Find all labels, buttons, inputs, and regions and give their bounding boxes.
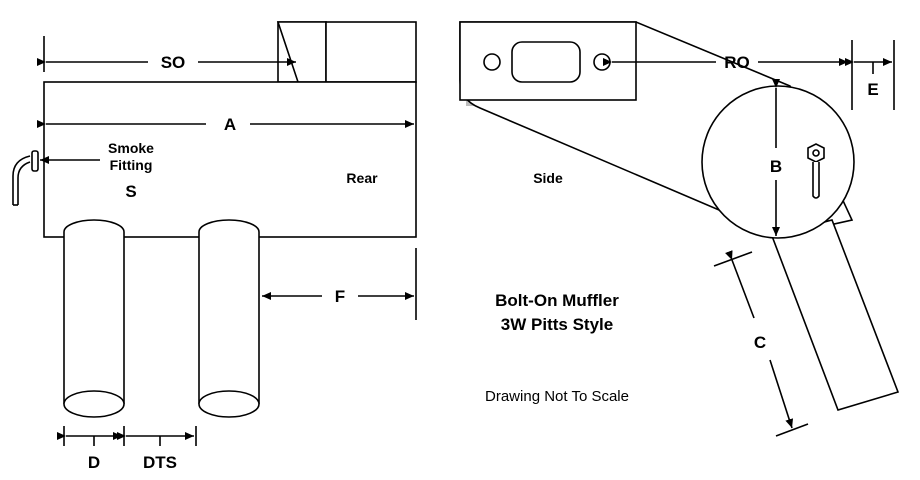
f-label: F (335, 287, 345, 306)
side-label: Side (533, 170, 563, 186)
title-line-1: Bolt-On Muffler (495, 291, 619, 310)
exhaust-port (511, 41, 581, 83)
smoke-fitting-label-2: Fitting (110, 157, 153, 173)
s-label: S (125, 182, 136, 201)
bolt-hole-left (483, 53, 501, 71)
pipe-left (63, 219, 125, 418)
flange-block (325, 21, 417, 83)
a-label: A (224, 115, 236, 134)
ro-label: RO (724, 53, 750, 72)
so-label: SO (161, 53, 186, 72)
c-dim-line-bottom (769, 359, 794, 429)
top-view: SO A Smoke Fitting S Rear F D DTS (12, 21, 417, 472)
not-to-scale-note: Drawing Not To Scale (485, 388, 629, 405)
title-line-2: 3W Pitts Style (501, 315, 613, 334)
c-label: C (754, 333, 766, 352)
c-ext-bottom (775, 423, 809, 437)
b-label: B (770, 157, 782, 176)
outlet-pipe (770, 219, 900, 411)
rear-label: Rear (346, 170, 378, 186)
bolt-hole-right (593, 53, 611, 71)
c-dim-line-top (725, 250, 755, 319)
pipe-right (198, 219, 260, 418)
hex-nut-icon (807, 143, 825, 199)
dts-label: DTS (143, 453, 177, 472)
smoke-fitting-icon (12, 150, 39, 206)
c-ext-top (713, 251, 753, 267)
side-view: RO E B C Side (459, 21, 900, 437)
d-label: D (88, 453, 100, 472)
muffler-body (43, 81, 417, 238)
smoke-fitting-label-1: Smoke (108, 140, 154, 156)
e-label: E (867, 80, 878, 99)
